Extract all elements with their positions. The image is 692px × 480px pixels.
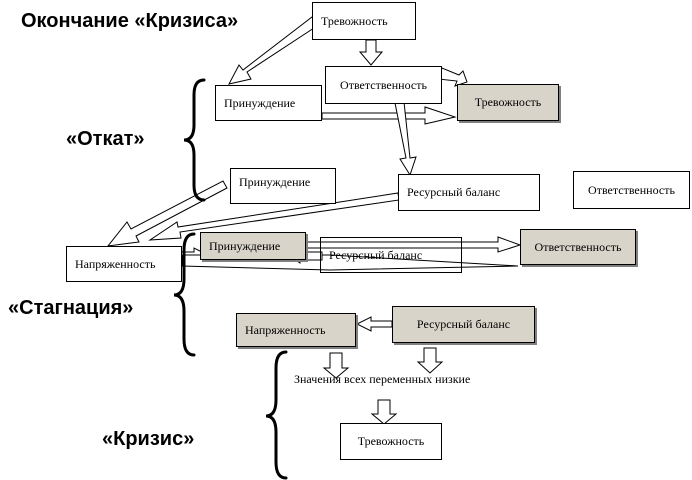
node-label: Ресурсный баланс [329,247,423,262]
node-label: Ответственность [588,182,675,197]
node-label: Ресурсный баланс [416,317,511,331]
node-label: Тревожность [357,434,425,448]
section-title-end-of-crisis: Окончание «Кризиса» [21,10,239,32]
node-label: Ресурсный баланс [407,185,501,199]
node-tension-1: Напряженность [66,246,182,282]
brace-stagnation [173,232,196,357]
node-resource-balance-2: Ресурсный баланс [320,237,462,273]
section-title-stagnation: «Стагнация» [8,297,134,319]
arrow-resource-balance3-to-tension2 [355,316,393,332]
arrow-anxiety-to-coercion [228,16,318,85]
arrow-to-anxiety-bottom [370,399,398,425]
node-label: Ответственность [340,77,427,92]
node-resource-balance-3: Ресурсный баланс [392,306,535,343]
section-title-rollback: «Откат» [66,128,145,150]
brace-rollback [183,78,206,202]
arrow-anxiety-to-responsibility [358,39,384,66]
node-anxiety-shaded: Тревожность [457,84,559,121]
section-title-crisis: «Кризис» [102,428,195,450]
brace-crisis [265,350,288,480]
arrow-resource-balance3-down [416,347,444,374]
label-all-variables-low: Значения всех переменных низкие [294,372,471,386]
node-label: Напряженность [75,256,156,271]
node-label: Тревожность [474,95,542,109]
node-label: Принуждение [224,95,296,110]
node-coercion-1: Принуждение [215,85,322,121]
node-resource-balance-1: Ресурсный баланс [398,174,540,211]
node-coercion-2: Принуждение [230,168,336,204]
arrow-resource-balance-to-tension [148,192,400,241]
node-responsibility-3: Ответственность [520,229,636,265]
node-responsibility-2: Ответственность [573,171,690,209]
node-label: Напряженность [245,322,326,337]
arrow-coercion-to-anxiety [321,106,457,125]
node-label: Принуждение [239,175,311,189]
arrow-tension2-down [322,352,350,379]
node-tension-2: Напряженность [236,313,356,347]
node-label: Ответственность [534,239,622,254]
arrow-responsibility-to-resource-balance [394,101,417,177]
arrow-responsibility-to-anxiety [437,67,468,87]
node-label: Принуждение [209,238,281,253]
arrow-coercion-to-responsibility [279,236,522,253]
node-label: Тревожность [321,13,388,28]
node-anxiety-top: Тревожность [312,2,416,40]
node-responsibility-1: Ответственность [325,66,442,104]
node-coercion-3: Принуждение [200,232,306,260]
node-anxiety-bottom: Тревожность [340,423,442,460]
